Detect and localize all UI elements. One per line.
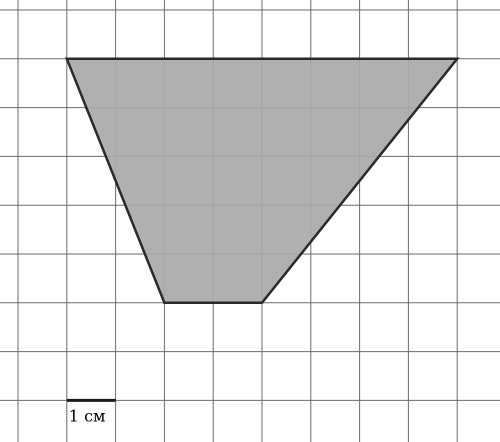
scale-label: 1 см bbox=[69, 406, 106, 425]
trapezoid-shape bbox=[64, 57, 460, 305]
